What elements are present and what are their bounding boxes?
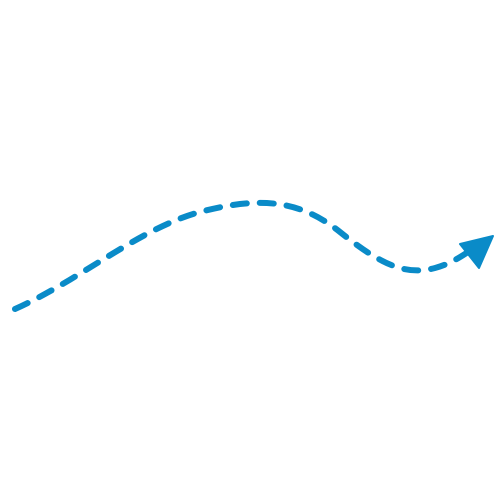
arrowhead-icon	[459, 235, 494, 269]
dashed-curve-path	[12, 199, 471, 312]
